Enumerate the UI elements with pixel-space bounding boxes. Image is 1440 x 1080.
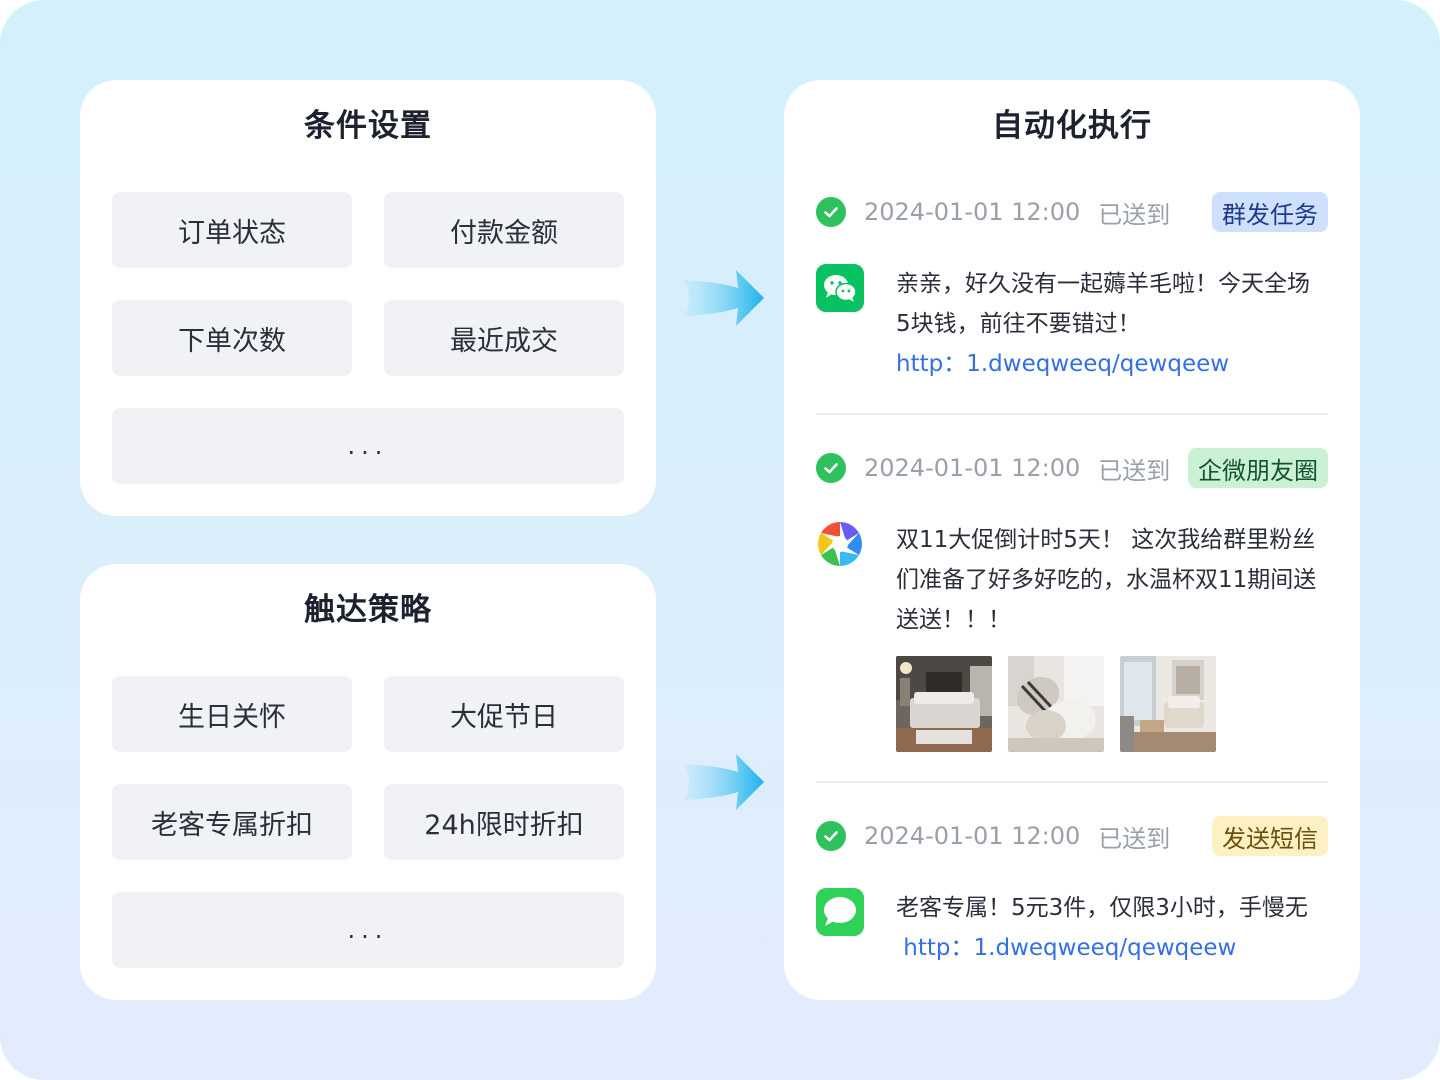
condition-order-status[interactable]: 订单状态 bbox=[112, 192, 352, 268]
messages-icon bbox=[816, 888, 864, 936]
strategy-big-promo[interactable]: 大促节日 bbox=[384, 676, 624, 752]
tag-mass-task[interactable]: 群发任务 bbox=[1212, 192, 1328, 232]
message-line: 老客专属！5元3件，仅限3小时，手慢无 bbox=[896, 895, 1308, 921]
condition-more[interactable]: ... bbox=[112, 408, 624, 484]
conditions-title: 条件设置 bbox=[304, 108, 432, 144]
message-line: 双11大促倒计时5天！ 这次我给群里粉丝 bbox=[896, 527, 1316, 553]
automation-title: 自动化执行 bbox=[992, 108, 1152, 144]
message-time: 2024-01-01 12:00 bbox=[864, 198, 1081, 226]
strategy-24h-discount[interactable]: 24h限时折扣 bbox=[384, 784, 624, 860]
message-time: 2024-01-01 12:00 bbox=[864, 454, 1081, 482]
check-circle-icon bbox=[816, 821, 846, 851]
message-link[interactable]: http：1.dweqweeq/qewqeew bbox=[896, 935, 1237, 961]
tag-wecom-moments[interactable]: 企微朋友圈 bbox=[1188, 448, 1328, 488]
message-text: 老客专属！5元3件，仅限3小时，手慢无 http：1.dweqweeq/qewq… bbox=[896, 888, 1336, 968]
message-line: 5块钱，前往不要错过！ bbox=[896, 311, 1141, 337]
message-line: 亲亲，好久没有一起薅羊毛啦！今天全场 bbox=[896, 271, 1310, 297]
divider bbox=[816, 781, 1328, 783]
message-line: 们准备了好多好吃的，水温杯双11期间送 bbox=[896, 567, 1317, 593]
check-circle-icon bbox=[816, 197, 846, 227]
condition-payment-amount[interactable]: 付款金额 bbox=[384, 192, 624, 268]
message-line: 送送！！！ bbox=[896, 607, 1011, 633]
message-link[interactable]: http：1.dweqweeq/qewqeew bbox=[896, 351, 1230, 377]
conditions-card: 条件设置 订单状态 付款金额 下单次数 最近成交 ... bbox=[80, 80, 656, 516]
wechat-icon bbox=[816, 264, 864, 312]
moments-icon bbox=[816, 520, 864, 568]
strategy-card: 触达策略 生日关怀 大促节日 老客专属折扣 24h限时折扣 ... bbox=[80, 564, 656, 1000]
check-circle-icon bbox=[816, 453, 846, 483]
strategy-title: 触达策略 bbox=[304, 592, 432, 628]
strategy-more[interactable]: ... bbox=[112, 892, 624, 968]
message-text: 亲亲，好久没有一起薅羊毛啦！今天全场 5块钱，前往不要错过！ http：1.dw… bbox=[896, 264, 1336, 384]
strategy-loyal-discount[interactable]: 老客专属折扣 bbox=[112, 784, 352, 860]
arrow-right-icon bbox=[684, 270, 764, 326]
arrow-right-icon bbox=[684, 754, 764, 810]
bedroom-photo[interactable] bbox=[896, 656, 992, 752]
condition-order-count[interactable]: 下单次数 bbox=[112, 300, 352, 376]
tag-send-sms[interactable]: 发送短信 bbox=[1212, 816, 1328, 856]
message-text: 双11大促倒计时5天！ 这次我给群里粉丝 们准备了好多好吃的，水温杯双11期间送… bbox=[896, 520, 1336, 640]
condition-recent-deal[interactable]: 最近成交 bbox=[384, 300, 624, 376]
message-meta: 2024-01-01 12:00 已送到 企微朋友圈 bbox=[816, 448, 1328, 488]
living-room-photo[interactable] bbox=[1120, 656, 1216, 752]
message-status: 已送到 bbox=[1098, 824, 1171, 853]
pillows-photo[interactable] bbox=[1008, 656, 1104, 752]
message-meta: 2024-01-01 12:00 已送到 发送短信 bbox=[816, 816, 1328, 856]
message-time: 2024-01-01 12:00 bbox=[864, 822, 1081, 850]
automation-card: 自动化执行 2024-01-01 12:00 已送到 群发任务 亲亲，好 bbox=[784, 80, 1360, 1000]
message-status: 已送到 bbox=[1098, 200, 1171, 229]
message-status: 已送到 bbox=[1098, 456, 1171, 485]
strategy-birthday-care[interactable]: 生日关怀 bbox=[112, 676, 352, 752]
divider bbox=[816, 413, 1328, 415]
message-meta: 2024-01-01 12:00 已送到 群发任务 bbox=[816, 192, 1328, 232]
